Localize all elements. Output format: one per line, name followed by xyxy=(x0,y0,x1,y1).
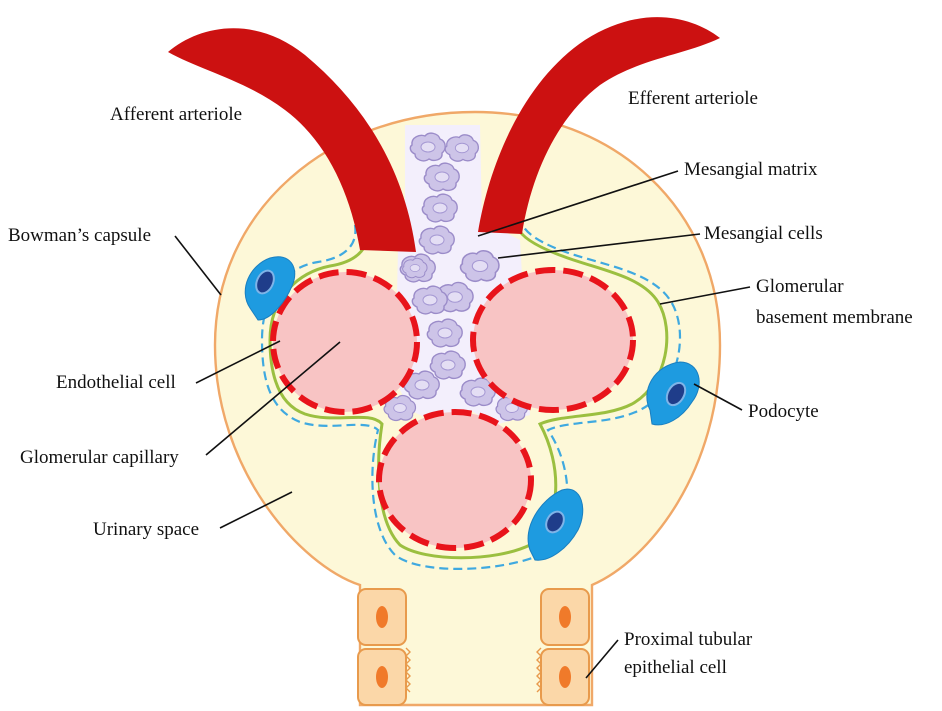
label-endothelial-cell: Endothelial cell xyxy=(56,371,176,394)
glomerular-capillary-left xyxy=(273,272,417,412)
label-bowmans-capsule: Bowman’s capsule xyxy=(8,224,151,247)
label-glomerular-capillary: Glomerular capillary xyxy=(20,446,179,469)
label-gbm-line1: Glomerular xyxy=(756,275,844,298)
leader-bowmans-capsule xyxy=(175,236,221,295)
glomerular-capillary-bottom xyxy=(379,412,531,548)
label-proximal-line1: Proximal tubular xyxy=(624,628,752,651)
glomerular-capillary-right xyxy=(473,270,633,410)
label-mesangial-cells: Mesangial cells xyxy=(704,222,823,245)
label-gbm-line2: basement membrane xyxy=(756,306,913,329)
label-proximal-line2: epithelial cell xyxy=(624,656,727,679)
label-mesangial-matrix: Mesangial matrix xyxy=(684,158,818,181)
label-urinary-space: Urinary space xyxy=(93,518,199,541)
label-efferent-arteriole: Efferent arteriole xyxy=(628,87,758,110)
label-afferent-arteriole: Afferent arteriole xyxy=(110,103,242,126)
label-podocyte: Podocyte xyxy=(748,400,819,423)
